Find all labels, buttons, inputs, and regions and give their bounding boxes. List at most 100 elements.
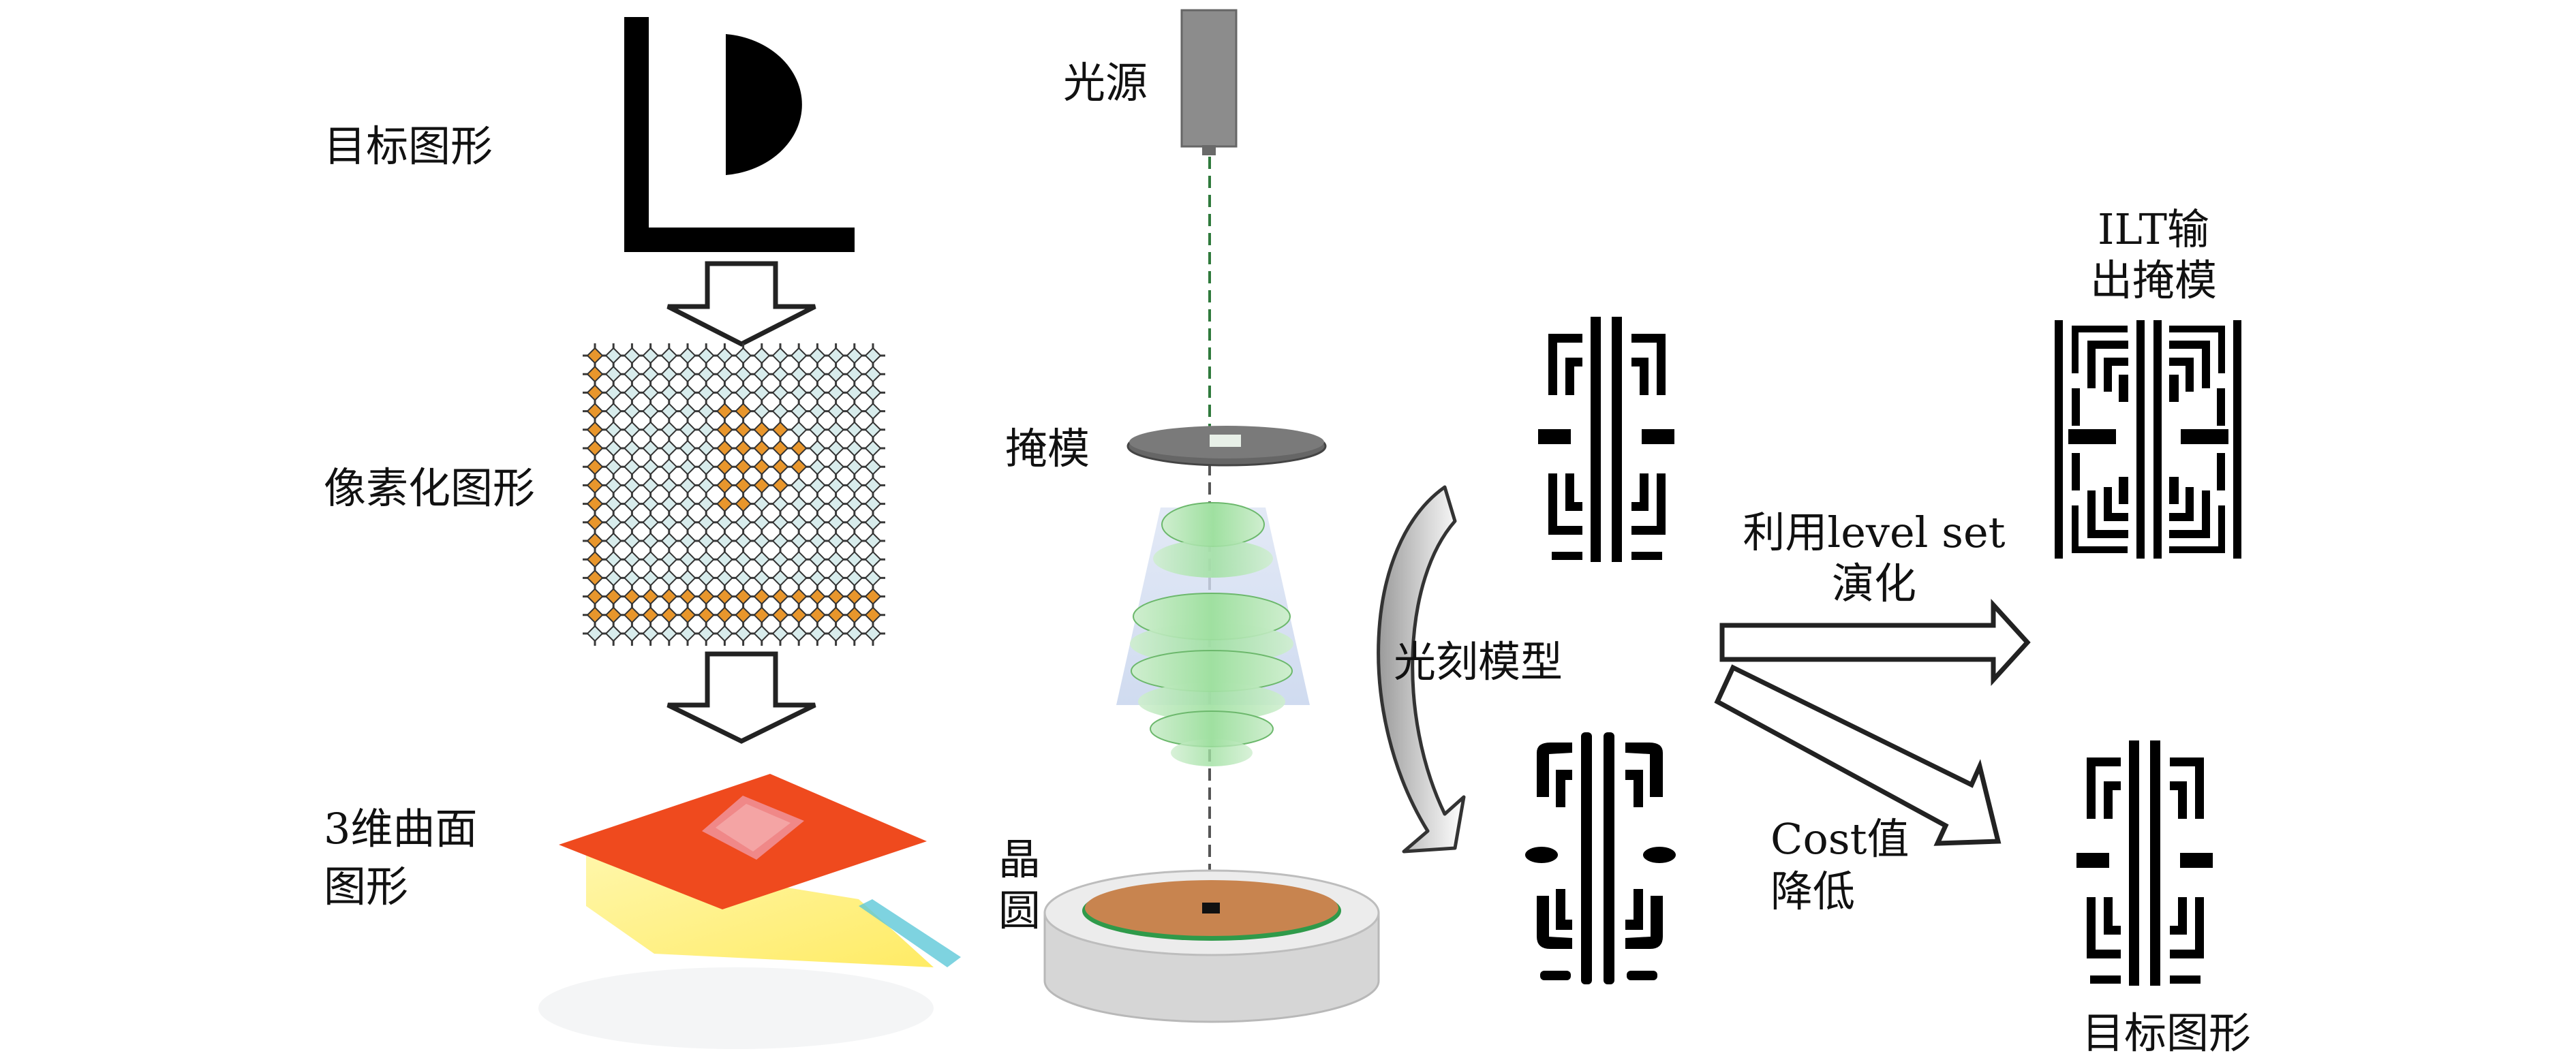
pixel-off	[697, 421, 715, 439]
pixel-off	[846, 625, 863, 642]
pixel-off	[864, 365, 882, 383]
pixel-off	[716, 569, 733, 587]
pixel-off	[679, 569, 696, 587]
pixel-off	[864, 476, 882, 494]
pixel-off	[623, 421, 641, 439]
pixel-off	[864, 347, 882, 364]
pixel-off	[790, 495, 808, 513]
pixel-off	[771, 384, 789, 401]
pixel-off	[846, 384, 863, 401]
pixel-on	[586, 569, 604, 587]
pixel-off	[753, 347, 771, 364]
pixel-on	[771, 606, 789, 624]
pixel-off	[808, 347, 826, 364]
pixel-off	[660, 625, 678, 642]
pixel-off	[660, 403, 678, 420]
label-ilt-output-line2: 出掩模	[2089, 255, 2217, 305]
label-level-set-line2: 演化	[1831, 559, 1916, 608]
pixel-off	[790, 625, 808, 642]
pixel-off	[771, 495, 789, 513]
pixel-on	[642, 606, 660, 624]
pixel-on	[864, 588, 882, 606]
pixel-off	[827, 476, 845, 494]
pixel-off	[586, 625, 604, 642]
pixel-off	[604, 532, 622, 550]
pixel-off	[735, 569, 752, 587]
pixel-off	[660, 476, 678, 494]
pixel-on	[864, 606, 882, 624]
pixel-on	[716, 421, 733, 439]
pixel-on	[660, 588, 678, 606]
pixel-off	[864, 569, 882, 587]
pixel-off	[623, 458, 641, 475]
pixel-off	[679, 476, 696, 494]
pixel-off	[827, 550, 845, 568]
pixel-off	[604, 365, 622, 383]
label-cost-line1: Cost值	[1770, 814, 1910, 864]
pixel-off	[808, 569, 826, 587]
pixel-off	[753, 365, 771, 383]
pixel-off	[604, 439, 622, 457]
pixel-off	[827, 439, 845, 457]
pixel-off	[716, 532, 733, 550]
pixel-off	[808, 458, 826, 475]
pixel-off	[642, 514, 660, 531]
pixel-on	[697, 606, 715, 624]
pixel-on	[735, 458, 752, 475]
pixel-off	[827, 625, 845, 642]
pixel-off	[753, 514, 771, 531]
pixel-on	[827, 606, 845, 624]
pixel-on	[623, 588, 641, 606]
pixel-on	[716, 403, 733, 420]
pixel-off	[827, 384, 845, 401]
mask-pattern-initial	[1538, 317, 1674, 562]
pixel-off	[642, 532, 660, 550]
pixel-on	[735, 606, 752, 624]
pixel-on	[735, 439, 752, 457]
pixel-on	[735, 403, 752, 420]
pixel-off	[623, 365, 641, 383]
pixel-off	[790, 476, 808, 494]
pixel-off	[753, 550, 771, 568]
pixel-on	[623, 606, 641, 624]
pixel-on	[790, 588, 808, 606]
pixel-on	[790, 439, 808, 457]
pixel-on	[586, 514, 604, 531]
pixel-off	[808, 365, 826, 383]
pixel-off	[790, 532, 808, 550]
target-pattern-right	[2076, 740, 2213, 986]
pixel-off	[846, 569, 863, 587]
pixel-on	[716, 458, 733, 475]
pixel-off	[623, 550, 641, 568]
pixel-on	[604, 606, 622, 624]
pixel-off	[808, 514, 826, 531]
pixel-off	[679, 365, 696, 383]
pixel-on	[771, 458, 789, 475]
pixel-off	[846, 403, 863, 420]
down-arrow-2	[666, 651, 816, 744]
pixel-off	[642, 384, 660, 401]
label-ilt-output-line1: ILT输	[2098, 204, 2209, 254]
pixel-on	[771, 421, 789, 439]
pixel-on	[586, 421, 604, 439]
pixel-off	[808, 421, 826, 439]
pixel-on	[716, 606, 733, 624]
pixel-off	[771, 347, 789, 364]
pixel-off	[697, 495, 715, 513]
pixel-off	[623, 514, 641, 531]
pixel-off	[846, 476, 863, 494]
pixel-off	[697, 458, 715, 475]
pixel-off	[679, 458, 696, 475]
pixel-on	[586, 588, 604, 606]
pixel-on	[586, 495, 604, 513]
pixel-on	[753, 476, 771, 494]
pixel-off	[808, 384, 826, 401]
pixel-off	[846, 365, 863, 383]
pixel-off	[790, 421, 808, 439]
pixel-off	[790, 384, 808, 401]
pixel-on	[586, 365, 604, 383]
pixel-on	[753, 421, 771, 439]
label-surface-3d-line1: 3维曲面	[324, 804, 478, 854]
pixel-off	[753, 569, 771, 587]
pixel-off	[697, 532, 715, 550]
